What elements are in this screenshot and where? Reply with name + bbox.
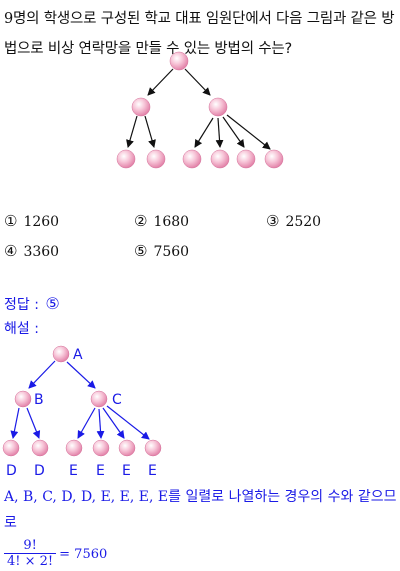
tree-edge bbox=[26, 407, 41, 439]
choice-5[interactable]: ⑤ 7560 bbox=[134, 242, 189, 260]
solution-sequence: A, B, C, D, D, E, E, E, E bbox=[4, 489, 169, 505]
tree-node bbox=[14, 390, 32, 408]
tree-edge bbox=[106, 405, 150, 440]
choice-value: 2520 bbox=[285, 214, 322, 230]
choice-1[interactable]: ① 1260 bbox=[4, 212, 59, 230]
choice-3[interactable]: ③ 2520 bbox=[266, 212, 321, 230]
question-number: 9 bbox=[4, 11, 14, 27]
tree-node bbox=[116, 149, 136, 169]
node-label-e: E bbox=[69, 463, 78, 479]
tree-node bbox=[118, 439, 136, 457]
tree-node bbox=[65, 439, 83, 457]
question-text: 9명의 학생으로 구성된 학교 대표 임원단에서 다음 그림과 같은 방법으로 … bbox=[4, 4, 398, 64]
tree-node bbox=[169, 51, 189, 71]
tree-node bbox=[236, 149, 256, 169]
node-label-e: E bbox=[96, 463, 105, 479]
fraction-numerator: 9! bbox=[23, 538, 37, 553]
node-label-a: A bbox=[73, 347, 83, 363]
tree-node bbox=[146, 149, 166, 169]
tree-node bbox=[31, 439, 49, 457]
tree-edge bbox=[102, 407, 125, 439]
tree-edge bbox=[77, 407, 96, 439]
choice-value: 1260 bbox=[23, 214, 60, 230]
tree-node bbox=[131, 97, 151, 117]
fraction-denominator: 4! × 2! bbox=[4, 553, 57, 570]
choice-4[interactable]: ④ 3360 bbox=[4, 242, 59, 260]
tree-edge bbox=[144, 115, 156, 148]
tree-edge bbox=[215, 117, 224, 148]
choice-number: ③ bbox=[266, 212, 280, 230]
tree-node bbox=[90, 390, 108, 408]
answer-symbol: ⑤ bbox=[45, 294, 60, 313]
choice-value: 3360 bbox=[23, 244, 60, 260]
fraction: 9! 4! × 2! bbox=[4, 538, 57, 570]
node-label-e: E bbox=[122, 463, 131, 479]
choice-number: ① bbox=[4, 212, 18, 230]
solution-tree-diagram: A B C D D E E E E bbox=[2, 345, 162, 479]
choice-value: 1680 bbox=[153, 214, 190, 230]
choice-2[interactable]: ② 1680 bbox=[134, 212, 189, 230]
question-body: 명의 학생으로 구성된 학교 대표 임원단에서 다음 그림과 같은 방법으로 비… bbox=[4, 11, 395, 57]
node-label-c: C bbox=[112, 392, 122, 408]
tree-edge bbox=[66, 361, 96, 389]
node-label-d: D bbox=[34, 463, 45, 479]
choice-number: ⑤ bbox=[134, 242, 148, 260]
node-label-d: D bbox=[6, 463, 17, 479]
tree-node bbox=[210, 149, 230, 169]
tree-edge bbox=[222, 116, 245, 148]
tree-node bbox=[144, 439, 162, 457]
explanation-label: 해설 : bbox=[4, 321, 39, 337]
tree-edge bbox=[10, 407, 20, 439]
tree-node bbox=[182, 149, 202, 169]
node-label-e: E bbox=[148, 463, 157, 479]
tree-node bbox=[2, 439, 20, 457]
choice-number: ② bbox=[134, 212, 148, 230]
question-tree-diagram bbox=[116, 51, 284, 169]
solution-formula: 9! 4! × 2! = 7560 bbox=[4, 538, 107, 570]
choice-number: ④ bbox=[4, 242, 18, 260]
tree-node bbox=[208, 97, 228, 117]
tree-edge bbox=[184, 68, 211, 96]
tree-edge bbox=[126, 115, 138, 148]
answer-label: 정답 : bbox=[4, 297, 39, 313]
tree-edge bbox=[96, 408, 105, 439]
tree-node bbox=[52, 345, 70, 363]
tree-edge bbox=[28, 360, 56, 389]
solution-sentence: 를 일렬로 나열하는 경우의 수와 같으므로 bbox=[4, 489, 397, 531]
answer-line: 정답 : ⑤ bbox=[4, 294, 60, 314]
tree-edge bbox=[226, 114, 271, 150]
node-label-b: B bbox=[34, 392, 44, 408]
tree-node bbox=[264, 149, 284, 169]
formula-result: = 7560 bbox=[59, 546, 108, 562]
solution-text: A, B, C, D, D, E, E, E, E를 일렬로 나열하는 경우의 … bbox=[4, 484, 398, 536]
tree-edge bbox=[194, 117, 214, 148]
tree-edge bbox=[147, 68, 174, 96]
tree-node bbox=[92, 439, 110, 457]
choice-value: 7560 bbox=[153, 244, 190, 260]
